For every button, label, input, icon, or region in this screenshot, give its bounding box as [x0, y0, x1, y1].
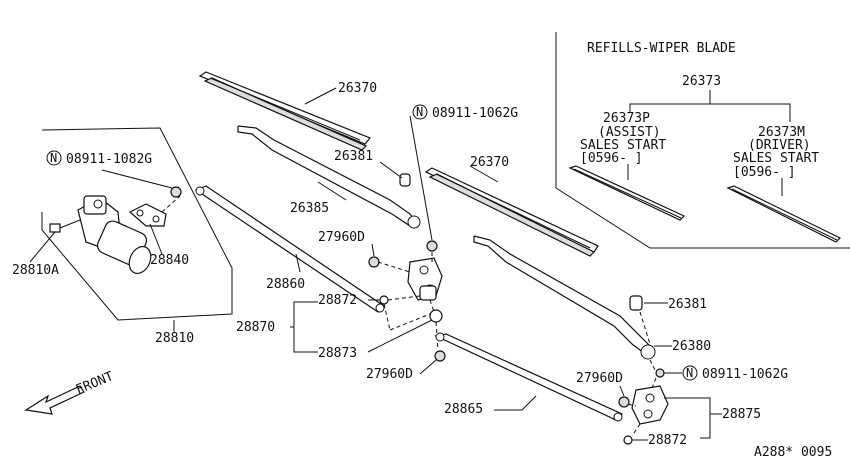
bushing-left-lower [434, 350, 446, 362]
label-nut-left: 08911-1082G [66, 152, 152, 167]
label-refill-driver: 26373M [758, 125, 805, 140]
wiper-motor [77, 195, 152, 275]
label-bracket: 28840 [150, 253, 189, 268]
label-cap-left: 26381 [334, 149, 373, 164]
label-driver-sales: SALES START [733, 151, 819, 166]
label-bushing-l2: 27960D [366, 367, 413, 382]
label-washer-l: 28872 [318, 293, 357, 308]
label-blade-right: 26370 [470, 155, 509, 170]
label-assist-date: [0596- ] [580, 151, 643, 166]
n-symbol-left [46, 150, 62, 166]
refills-box [555, 32, 850, 249]
refill-driver-strip [726, 185, 842, 243]
n-text-top: N [416, 105, 423, 119]
refill-assist-strip [568, 165, 686, 221]
label-refill-assist: 26373P [603, 111, 650, 126]
wiper-arm-left [237, 125, 421, 229]
motor-assembly-box [41, 127, 233, 321]
n-text-bottom: N [686, 366, 693, 380]
label-cap-right: 26381 [668, 297, 707, 312]
label-spacer-l: 28873 [318, 346, 357, 361]
bushing-left-upper [368, 256, 380, 268]
label-pivot-l: 28870 [236, 320, 275, 335]
label-bushing-r: 27960D [576, 371, 623, 386]
n-text-left: N [50, 151, 57, 165]
drawing-code: A288* 0095 [754, 445, 832, 460]
label-motor: 28810A [12, 263, 59, 278]
label-bushing-l1: 27960D [318, 230, 365, 245]
label-assist-sales: SALES START [580, 138, 666, 153]
wiper-blade-right [424, 167, 599, 257]
label-nut-top: 08911-1062G [432, 106, 518, 121]
label-nut-bottom: 08911-1062G [702, 367, 788, 382]
label-link-lower: 28865 [444, 402, 483, 417]
label-pivot-r: 28875 [722, 407, 761, 422]
motor-bracket [128, 203, 167, 227]
nut-left [170, 186, 182, 198]
label-refill: 26373 [682, 74, 721, 89]
wiper-arm-right [473, 235, 656, 360]
pivot-right [631, 385, 669, 425]
wiper-blade-left [198, 71, 371, 151]
label-blade-left: 26370 [338, 81, 377, 96]
n-symbol-top [412, 104, 428, 120]
nut-top [426, 240, 438, 252]
bushing-right [618, 396, 630, 408]
cap-right [629, 295, 643, 311]
n-symbol-bottom [682, 365, 698, 381]
link-rod-lower [434, 332, 624, 422]
label-driver-tag: (DRIVER) [748, 138, 811, 153]
front-arrow-icon [24, 385, 85, 415]
refills-header: REFILLS-WIPER BLADE [587, 41, 736, 56]
label-arm-left: 26385 [290, 201, 329, 216]
label-washer-r: 28872 [648, 433, 687, 448]
label-motor-assy: 28810 [155, 331, 194, 346]
motor-bolt [49, 219, 81, 233]
label-link-upper: 28860 [266, 277, 305, 292]
label-driver-date: [0596- ] [733, 165, 796, 180]
label-arm-right: 26380 [672, 339, 711, 354]
label-assist-tag: (ASSIST) [598, 125, 661, 140]
washer-right [623, 435, 633, 445]
washer-left [379, 295, 389, 305]
nut-bottom [655, 368, 665, 378]
pivot-left [407, 257, 443, 301]
label-front: FRONT [74, 369, 116, 398]
